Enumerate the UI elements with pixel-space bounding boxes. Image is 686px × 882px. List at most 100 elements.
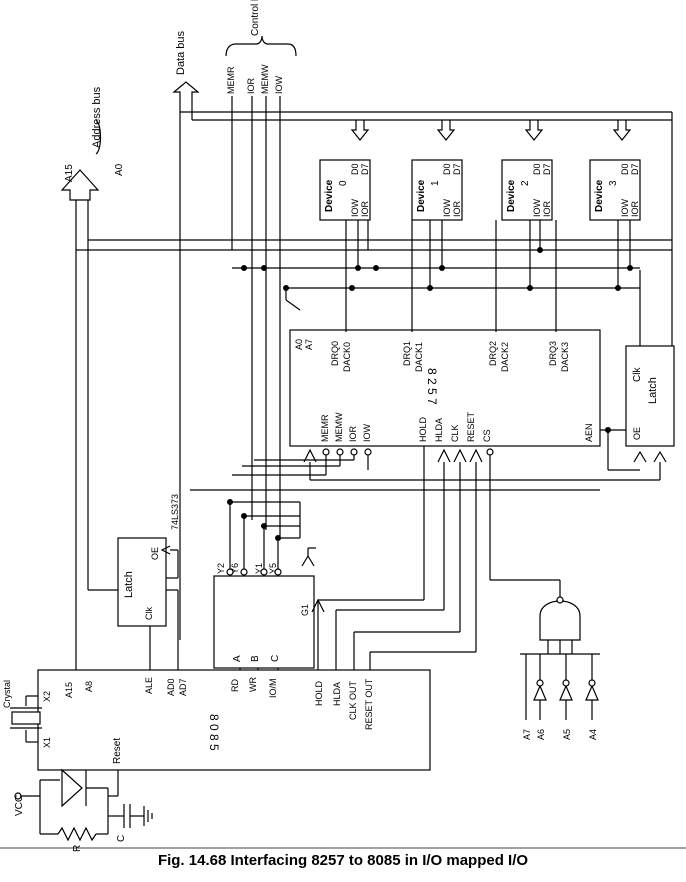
cpu-ale: ALE [144, 677, 154, 694]
cpu-ad0: AD0 [166, 678, 176, 696]
crystal-label: Crystal [2, 680, 12, 708]
device-2-num: 2 [520, 180, 531, 186]
gate-in-a6: A6 [536, 729, 546, 740]
address-bus-label: Address bus [91, 86, 103, 148]
device-2-iow: IOW [532, 198, 542, 217]
device-2-d7: D7 [542, 163, 552, 175]
dma-dack1: DACK1 [414, 342, 424, 372]
latch-left: Latch Clk OE 74LS373 [117, 494, 180, 670]
device-3-ior: IOR [630, 200, 640, 217]
device-2-name: Device [506, 179, 517, 212]
dma-dack0: DACK0 [342, 342, 352, 372]
device-1-iow: IOW [442, 198, 452, 217]
cpu-reset: Reset [112, 738, 123, 764]
decoder-in-c: C [270, 655, 281, 662]
device-0: Device 0 D0 D7 IOW IOR [319, 159, 371, 221]
cpu-ad7: AD7 [178, 678, 188, 696]
control-bus: Control bus MEMR IOR MEMW IOW [225, 0, 297, 540]
dma-a0: A0 [294, 339, 304, 350]
latch-right-name: Latch [647, 377, 659, 404]
dma-ior: IOR [348, 425, 358, 442]
device-1-d7: D7 [452, 163, 462, 175]
device-3: Device 3 D0 D7 IOW IOR [589, 159, 641, 221]
figure-caption: Fig. 14.68 Interfacing 8257 to 8085 in I… [157, 852, 529, 869]
cpu-a15: A15 [64, 682, 74, 698]
inverter-a4-icon [585, 684, 599, 701]
dma-drq3: DRQ3 [548, 341, 558, 366]
data-bus: Data bus [172, 30, 673, 640]
latch-right-clk: Clk [632, 367, 643, 382]
device-0-num: 0 [338, 180, 349, 186]
dma-aen: AEN [584, 423, 594, 442]
device-3-name: Device [594, 179, 605, 212]
decoder-y5: Y5 [268, 563, 278, 574]
dma-memr: MEMR [320, 414, 330, 442]
device-0-name: Device [324, 179, 335, 212]
cpu-x1: X1 [42, 737, 52, 748]
latch-left-part: 74LS373 [170, 494, 180, 530]
control-bus-label: Control bus [250, 0, 261, 36]
device-3-num: 3 [608, 180, 619, 186]
dma-hold: HOLD [418, 416, 428, 442]
device-3-d0: D0 [620, 163, 630, 175]
device-1: Device 1 D0 D7 IOW IOR [411, 159, 463, 221]
control-ior: IOR [246, 77, 256, 94]
cpu-iom: IO/M [268, 679, 278, 699]
dma-reset: RESET [466, 411, 476, 442]
inverter-a5-icon [559, 684, 573, 701]
inverter-a6-icon [533, 684, 547, 701]
latch-left-clk: Clk [144, 607, 154, 620]
dma-a7: A7 [304, 339, 314, 350]
dma-hlda: HLDA [434, 418, 444, 442]
address-a15-label: A15 [64, 164, 75, 182]
cpu-clkout: CLK OUT [348, 680, 358, 720]
device-1-d0: D0 [442, 163, 452, 175]
address-decoder-gates: A7 A6 A5 A4 [520, 596, 600, 740]
decoder-in-b: B [250, 655, 261, 662]
gate-in-a7: A7 [522, 729, 532, 740]
gate-in-a4: A4 [588, 729, 598, 740]
cpu-x2: X2 [42, 691, 52, 702]
dma-iow: IOW [362, 423, 372, 442]
device-2: Device 2 D0 D7 IOW IOR [501, 159, 553, 221]
device-3-d7: D7 [630, 163, 640, 175]
data-bus-arrow [172, 81, 200, 113]
cpu-hold: HOLD [314, 680, 324, 706]
address-a0-label: A0 [114, 163, 125, 176]
device-wiring [76, 220, 672, 332]
nand-gate-icon [539, 600, 581, 641]
decoder-y1: Y1 [254, 563, 264, 574]
dma-controller-8257: A0 A7 DRQ0 DACK0 DRQ1 DACK1 DRQ2 DACK2 D… [289, 329, 601, 447]
latch-left-oe: OE [150, 547, 160, 560]
decoder-in-a: A [232, 655, 243, 662]
cpu-rd: RD [230, 679, 240, 692]
dma-drq2: DRQ2 [488, 341, 498, 366]
control-memw: MEMW [260, 64, 270, 94]
cpu-a8: A8 [84, 681, 94, 692]
dma-drq0: DRQ0 [330, 341, 340, 366]
reset-c: C [116, 835, 127, 842]
device-1-num: 1 [430, 180, 441, 186]
device-0-d0: D0 [350, 163, 360, 175]
address-bus: Address bus A15 A0 [60, 86, 125, 670]
device-0-ior: IOR [360, 200, 370, 217]
dma-dack3: DACK3 [560, 342, 570, 372]
dma-dack2: DACK2 [500, 342, 510, 372]
decoder: Y2 Y6 Y1 Y5 A B C G1 [213, 499, 316, 670]
control-memr: MEMR [226, 66, 236, 94]
resistor-icon [57, 826, 97, 842]
device-2-d0: D0 [532, 163, 542, 175]
cpu-hlda: HLDA [332, 682, 342, 706]
crystal: Crystal [2, 680, 42, 743]
device-2-ior: IOR [542, 200, 552, 217]
device-1-name: Device [416, 179, 427, 212]
device-3-iow: IOW [620, 198, 630, 217]
dma-chip-name: 8 2 5 7 [425, 368, 439, 405]
device-0-iow: IOW [350, 198, 360, 217]
cpu-8085: X2 X1 A15 A8 ALE AD0 AD7 RD WR IO/M 8 0 … [37, 490, 477, 796]
control-iow: IOW [274, 75, 284, 94]
dma-cs: CS [482, 429, 492, 442]
cpu-chip-name: 8 0 8 5 [207, 714, 221, 751]
device-0-d7: D7 [360, 163, 370, 175]
